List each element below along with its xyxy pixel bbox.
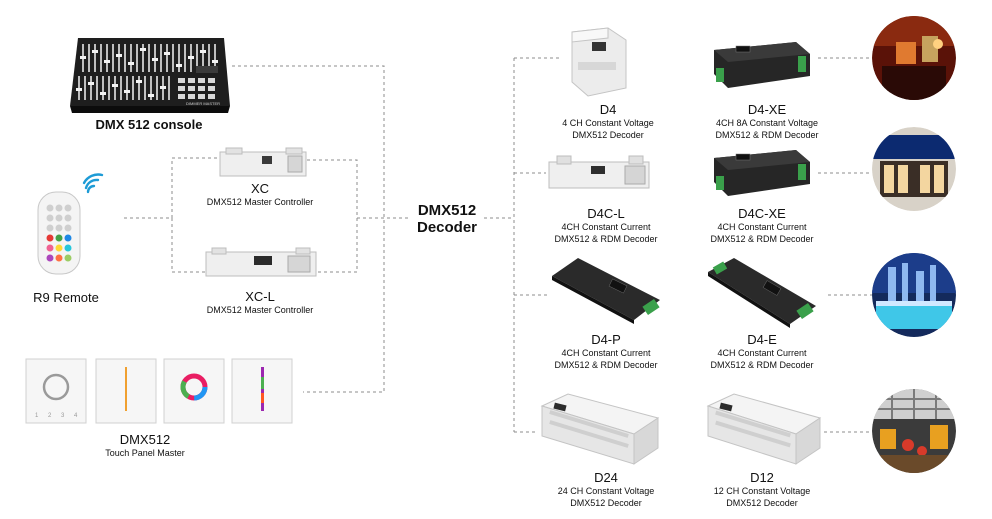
application-photo-pool (872, 253, 956, 337)
dmx512-decoder-hub: DMX512 Decoder (407, 202, 487, 236)
line-console (232, 65, 385, 393)
touch-panel-label: DMX512 Touch Panel Master (70, 432, 220, 459)
r9-remote-image (37, 173, 104, 275)
line-remote (124, 157, 220, 219)
xc-desc: DMX512 Master Controller (206, 197, 314, 207)
d12-image (706, 393, 822, 465)
xcl-name: XC-L (245, 289, 275, 304)
touch-panel-desc: Touch Panel Master (105, 448, 185, 458)
d4-e-image (708, 258, 816, 328)
xcl-desc: DMX512 Master Controller (206, 305, 314, 315)
d4-p-label: D4-P 4CH Constant Current DMX512 & RDM D… (554, 332, 658, 370)
d4-e-label: D4-E 4CH Constant Current DMX512 & RDM D… (710, 332, 814, 370)
xcl-label: XC-L DMX512 Master Controller (190, 289, 330, 316)
console-label: DMX 512 console (95, 117, 203, 132)
d4-image (571, 27, 627, 97)
xcl-controller-image (205, 247, 317, 277)
xc-controller-image (219, 147, 307, 177)
console-brand-text: DIMMER MASTER (186, 101, 220, 106)
d4-label: D4 4 CH Constant Voltage DMX512 Decoder (562, 102, 654, 140)
touch-panels-image: 1 2 3 4 (25, 358, 293, 424)
d4c-xe-label: D4C-XE 4CH Constant Current DMX512 & RDM… (710, 206, 814, 244)
line-xc-bus (307, 159, 358, 273)
touch-key-2: 2 (48, 413, 52, 419)
d4c-xe-image (714, 150, 810, 196)
d4c-l-image (548, 155, 650, 189)
d12-label: D12 12 CH Constant Voltage DMX512 Decode… (713, 470, 811, 508)
hub-line1: DMX512 (417, 202, 477, 219)
touch-key-3: 3 (61, 413, 65, 419)
xc-name: XC (250, 181, 270, 196)
d24-image (540, 393, 660, 465)
application-photo-restaurant (872, 16, 956, 100)
touch-panel-name: DMX512 (119, 432, 171, 447)
dmx-console-image: DIMMER MASTER (70, 38, 230, 113)
touch-key-1: 1 (35, 413, 39, 419)
d4c-l-label: D4C-L 4CH Constant Current DMX512 & RDM … (554, 206, 658, 244)
d4-xe-image (714, 42, 810, 88)
xc-label: XC DMX512 Master Controller (190, 181, 330, 208)
touch-key-4: 4 (74, 413, 78, 419)
hub-line2: Decoder (416, 219, 478, 236)
r9-remote-label: R9 Remote (33, 290, 99, 305)
d4-p-image (552, 258, 660, 324)
line-remote-xcl (171, 218, 205, 273)
d24-label: D24 24 CH Constant Voltage DMX512 Decode… (557, 470, 655, 508)
application-photo-storefront (872, 127, 956, 211)
application-photo-atrium (872, 389, 956, 473)
d4-xe-label: D4-XE 4CH 8A Constant Voltage DMX512 & R… (715, 102, 819, 140)
